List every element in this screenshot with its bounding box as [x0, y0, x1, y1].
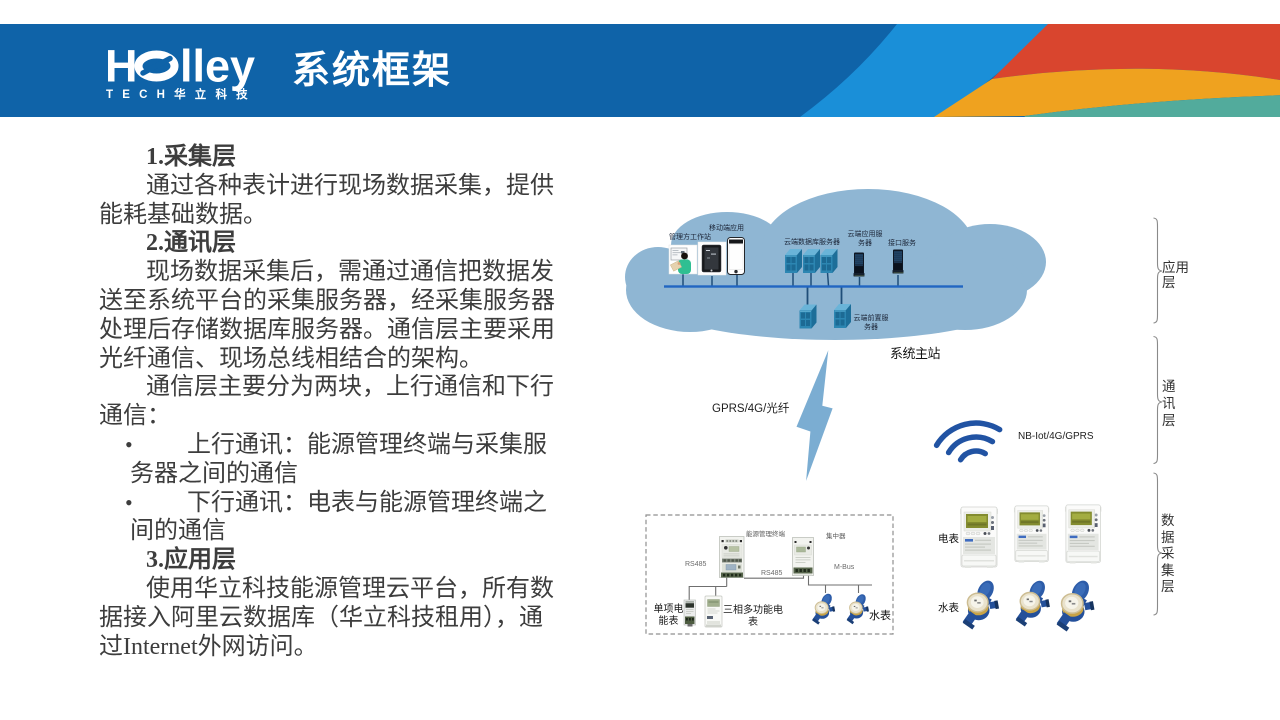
logo-letter-h: H: [105, 45, 138, 92]
label-app-server: 云端应用服务器: [847, 231, 883, 247]
concentrator-icon: [792, 537, 814, 576]
label-single-phase-meter: 单项电能表: [653, 604, 684, 627]
decor-teal-wave: [1024, 95, 1280, 117]
header-decoration: [800, 24, 1280, 117]
logo-letter-tail: lley: [180, 45, 255, 92]
logo-o-swirl-icon: [134, 50, 179, 82]
label-layer-data-collection: 数据采集层: [1161, 513, 1175, 595]
section-heading-1: 1.采集层: [146, 144, 236, 170]
label-mbus: M-Bus: [834, 564, 855, 571]
bullet-icon: •: [125, 431, 133, 457]
label-mobile-app: 移动端应用: [709, 225, 744, 232]
bullet-text-1: 上行通讯：能源管理终端与采集服 务器之间的通信: [130, 431, 547, 487]
decor-azure-band: [800, 24, 1058, 117]
label-rs485-left: RS485: [685, 561, 707, 568]
slide-title: 系统框架: [292, 50, 453, 92]
label-water-meters: 水表: [938, 602, 959, 614]
label-interface-service: 接口服务: [888, 240, 916, 247]
brace-application-layer: [1153, 217, 1163, 324]
water-meter-icon: [811, 591, 836, 626]
label-water-meter-box: 水表: [869, 610, 891, 622]
electric-meter-icon: [959, 506, 999, 569]
three-phase-meter-icon: [704, 595, 723, 628]
label-front-server: 云端前置服务器: [853, 315, 889, 331]
holley-logo: H lley T E C H 华 立 科 技: [105, 45, 255, 101]
label-concentrator: 集中器: [826, 533, 846, 540]
energy-terminal-icon: [719, 536, 745, 578]
tablet-icon: [697, 241, 727, 276]
decor-red-wave: [992, 24, 1280, 80]
electric-meter-icon: [1064, 504, 1102, 564]
label-db-server: 云端数据库服务器: [784, 239, 840, 246]
front-server-icon: [799, 304, 817, 329]
workstation-icon: [668, 244, 698, 275]
section-para-4: 使用华立科技能源管理云平台，所有数 据接入阿里云数据库（华立科技租用），通 过I…: [99, 575, 554, 660]
wifi-icon: [933, 420, 1003, 463]
db-server-icon: [785, 249, 802, 273]
brace-communication-layer: [1153, 335, 1163, 465]
db-server-icon: [820, 249, 838, 273]
label-layer-application: 应用层: [1162, 260, 1189, 291]
bullet-item-2: •下行通讯：电表与能源管理终端之 间的通信: [99, 489, 562, 547]
label-workstation: 管理方工作站: [669, 234, 711, 241]
single-phase-meter-icon: [683, 599, 696, 627]
label-three-phase-meter: 三相多功能电表: [723, 605, 783, 628]
section-para-1: 通过各种表计进行现场数据采集，提供 能耗基础数据。: [99, 172, 554, 228]
label-energy-terminal: 能源管理终端: [746, 531, 785, 538]
field-box: [645, 514, 894, 635]
label-wan-link: GPRS/4G/光纤: [712, 403, 790, 415]
logo-tagline: T E C H 华 立 科 技: [106, 87, 251, 101]
label-rs485-mid: RS485: [761, 570, 783, 577]
label-layer-communication: 通讯层: [1162, 379, 1176, 428]
header-banner: [0, 24, 1280, 117]
label-wireless-link: NB-Iot/4G/GPRS: [1018, 431, 1094, 442]
section-heading-3: 3.应用层: [146, 547, 236, 574]
phone-icon: [727, 237, 745, 275]
db-server-icon: [803, 249, 820, 273]
water-meter-icon: [1055, 576, 1096, 633]
lightning-bolt-icon: [796, 350, 833, 481]
section-heading-2: 2.通讯层: [146, 230, 236, 257]
label-electric-meters: 电表: [938, 533, 959, 545]
app-server-icon: [853, 252, 865, 277]
front-server-icon: [834, 304, 851, 328]
bullet-item-1: •上行通讯：能源管理终端与采集服 务器之间的通信: [99, 431, 562, 489]
decor-orange-wave: [934, 68, 1280, 117]
bullet-text-2: 下行通讯：电表与能源管理终端之 间的通信: [130, 489, 547, 545]
interface-server-icon: [892, 249, 904, 274]
brace-data-layer: [1153, 472, 1163, 616]
water-meter-icon: [961, 577, 1000, 631]
water-meter-icon: [846, 592, 870, 625]
body-text: 1.采集层 通过各种表计进行现场数据采集，提供 能耗基础数据。 2.通讯层 现场…: [99, 143, 562, 661]
layer-braces: [1153, 217, 1163, 616]
electric-meter-icon: [1013, 505, 1050, 564]
label-system-master: 系统主站: [890, 346, 941, 361]
section-para-3: 通信层主要分为两块，上行通信和下行 通信：: [99, 374, 554, 430]
water-meter-icon: [1015, 577, 1051, 628]
cloud-connectors: [682, 272, 899, 306]
bullet-icon: •: [125, 489, 133, 515]
cloud-bus-line: [664, 285, 963, 288]
section-para-2: 现场数据采集后，需通过通信把数据发 送至系统平台的采集服务器，经采集服务器 处理…: [99, 259, 555, 372]
